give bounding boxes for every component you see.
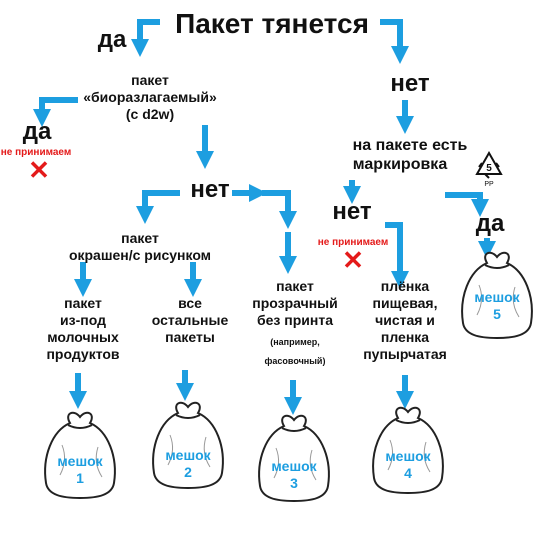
- sack-icon: [372, 406, 444, 495]
- bag-2: мешок 2: [146, 395, 230, 490]
- dairy-line-4: продуктов: [46, 346, 120, 362]
- top-yes-label: да: [97, 26, 127, 53]
- film-line-2: пищевая,: [372, 295, 438, 311]
- bio-yes-label: да: [22, 118, 52, 145]
- bag-1: мешок 1: [38, 405, 122, 500]
- page-title: Пакет тянется: [175, 8, 369, 39]
- marking-line-1: на пакете есть: [352, 137, 468, 154]
- arrow-bio-yes: [33, 97, 78, 127]
- bio-reject-label: не принимаем: [0, 147, 72, 158]
- dairy-line-3: молочных: [47, 329, 119, 345]
- marking-no-label: нет: [332, 198, 372, 225]
- dairy-line-1: пакет: [64, 295, 102, 311]
- other-line-3: пакеты: [165, 329, 215, 345]
- sack-icon: [44, 411, 116, 500]
- marking-yes-label: да: [475, 210, 505, 237]
- other-line-1: все: [178, 295, 202, 311]
- bio-question-line-2: «биоразлагаемый»: [83, 89, 217, 105]
- bag-1-number: 1: [76, 470, 84, 486]
- bio-question-line-3: (с d2w): [125, 106, 175, 122]
- sack-icon: [461, 251, 533, 340]
- bag-5-word: мешок: [474, 289, 520, 305]
- bag-4-number: 4: [404, 465, 412, 481]
- bio-no-label: нет: [190, 176, 230, 203]
- film-line-4: пленка: [380, 329, 430, 345]
- printed-question-line-1: пакет: [121, 230, 159, 246]
- sack-icon: [258, 414, 330, 503]
- bag-5: мешок 5: [455, 245, 539, 340]
- arrow-to-clear-1: [262, 190, 297, 229]
- clear-line-1: пакет: [276, 278, 314, 294]
- clear-note-line-2: фасовочный): [264, 356, 326, 366]
- dairy-line-2: из-под: [60, 312, 106, 328]
- reject-cross-icon-2: ✕: [342, 245, 364, 275]
- film-line-3: чистая и: [375, 312, 435, 328]
- recycle-number: 5: [486, 163, 492, 174]
- clear-note-line-1: (например,: [270, 337, 320, 347]
- clear-line-3: без принта: [257, 312, 333, 328]
- marking-line-2: маркировка: [352, 156, 448, 173]
- bio-question-line-1: пакет: [131, 72, 169, 88]
- recycle-5-pp-icon: 5 PP: [475, 150, 503, 188]
- top-no-label: нет: [390, 70, 430, 97]
- other-line-2: остальные: [151, 312, 229, 328]
- bag-2-number: 2: [184, 464, 192, 480]
- film-line-5: пупырчатая: [363, 346, 447, 362]
- printed-question-line-2: окрашен/с рисунком: [68, 247, 212, 263]
- arrow-to-film: [385, 222, 409, 289]
- arrow-to-printed: [136, 190, 180, 224]
- bag-3: мешок 3: [252, 408, 336, 503]
- bag-4-word: мешок: [385, 448, 431, 464]
- film-line-1: плёнка: [380, 278, 430, 294]
- marking-reject-label: не принимаем: [317, 237, 389, 248]
- arrow-marking-yes-1: [445, 192, 489, 217]
- recycle-code: PP: [484, 181, 494, 188]
- arrow-title-to-yes: [131, 19, 160, 57]
- clear-line-2: прозрачный: [252, 295, 338, 311]
- reject-cross-icon: ✕: [28, 155, 50, 185]
- bag-3-number: 3: [290, 475, 298, 491]
- bag-1-word: мешок: [57, 453, 103, 469]
- bag-2-word: мешок: [165, 447, 211, 463]
- bag-3-word: мешок: [271, 458, 317, 474]
- bag-4: мешок 4: [366, 400, 450, 495]
- arrow-title-to-no: [380, 19, 409, 64]
- sack-icon: [152, 401, 224, 490]
- bag-5-number: 5: [493, 306, 501, 322]
